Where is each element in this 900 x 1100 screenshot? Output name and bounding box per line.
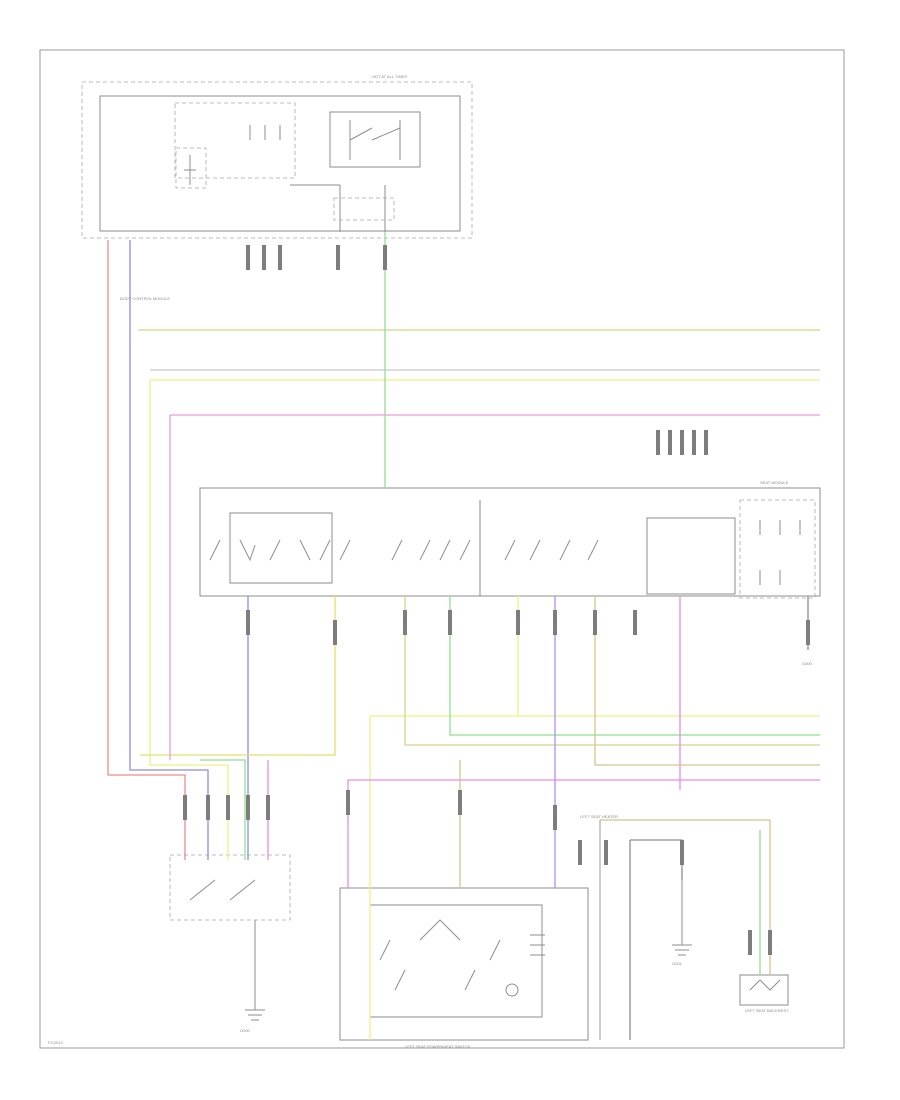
wire-yellow — [149, 380, 229, 860]
bottom-switch-module — [339, 887, 589, 1041]
ground-label-g300: G300 — [802, 661, 813, 666]
ground-label-g201: G201 — [672, 961, 683, 966]
left-heater-switch — [169, 854, 291, 1021]
wire-green-2 — [200, 759, 246, 860]
wire-tan — [594, 596, 820, 766]
seat-heater-label: LEFT SEAT HEATER — [580, 814, 618, 819]
footer-label: F1/2013 — [48, 1040, 63, 1045]
body-control-label: BODY CONTROL MODULE — [120, 296, 170, 301]
seat-backrest-label: LEFT SEAT BACKREST — [745, 1008, 789, 1013]
wire-magenta — [347, 779, 820, 888]
wire-yellow-3 — [140, 596, 336, 756]
top-fuse-module — [81, 81, 473, 239]
diagram-border — [39, 49, 845, 1049]
seat-module-label: SEAT MODULE — [760, 480, 789, 485]
wire-pink — [169, 414, 820, 760]
seat-switch-module — [199, 487, 821, 599]
ground-label-g200: G200 — [240, 1028, 251, 1033]
wire-blue — [129, 240, 209, 860]
hot-at-all-times-label: HOT AT ALL TIMES — [372, 74, 407, 79]
connector-pins — [183, 245, 810, 955]
wire-gray-2 — [629, 839, 683, 1040]
seat-heater-ground — [672, 880, 789, 1006]
bottom-module-label: LEFT SEAT POWER/HEAT SWITCH — [405, 1044, 471, 1049]
wire-tan-2 — [600, 819, 771, 975]
wire-olive — [404, 596, 820, 746]
wire-red — [107, 240, 186, 860]
wire-green-h — [449, 596, 820, 736]
